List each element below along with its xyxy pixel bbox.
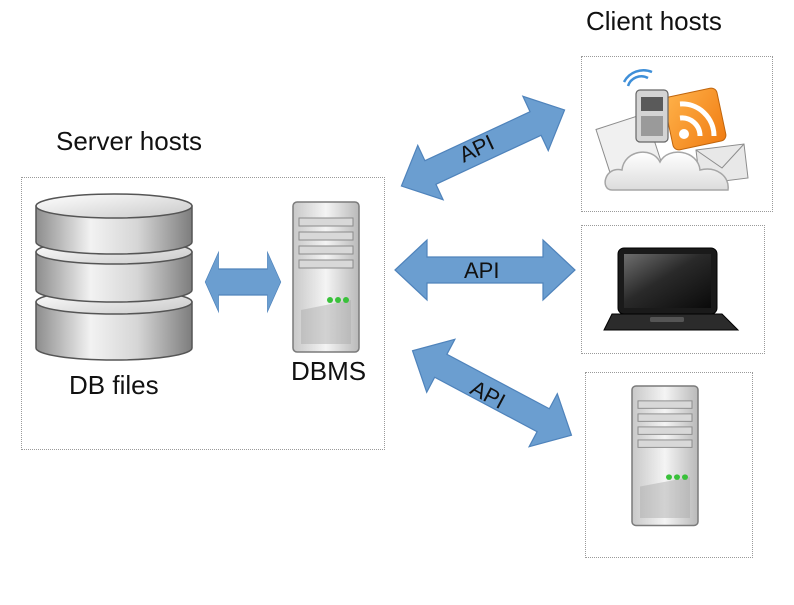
client-host-box-3 — [585, 372, 753, 558]
laptop-icon — [603, 247, 740, 331]
cloud-devices-icon — [595, 69, 749, 191]
client-hosts-title: Client hosts — [586, 6, 722, 36]
db-files-label: DB files — [69, 370, 159, 400]
client-host-box-1 — [581, 56, 773, 212]
server-hosts-title: Server hosts — [56, 126, 202, 156]
api-label-middle: API — [464, 258, 500, 283]
dbms-label: DBMS — [291, 356, 367, 386]
client-host-box-2 — [581, 225, 765, 354]
server-tower-icon — [631, 385, 699, 527]
db-dbms-arrow — [204, 251, 282, 313]
dbms-server-icon — [292, 201, 360, 353]
server-hosts-group — [21, 177, 385, 450]
database-icon — [35, 193, 193, 361]
